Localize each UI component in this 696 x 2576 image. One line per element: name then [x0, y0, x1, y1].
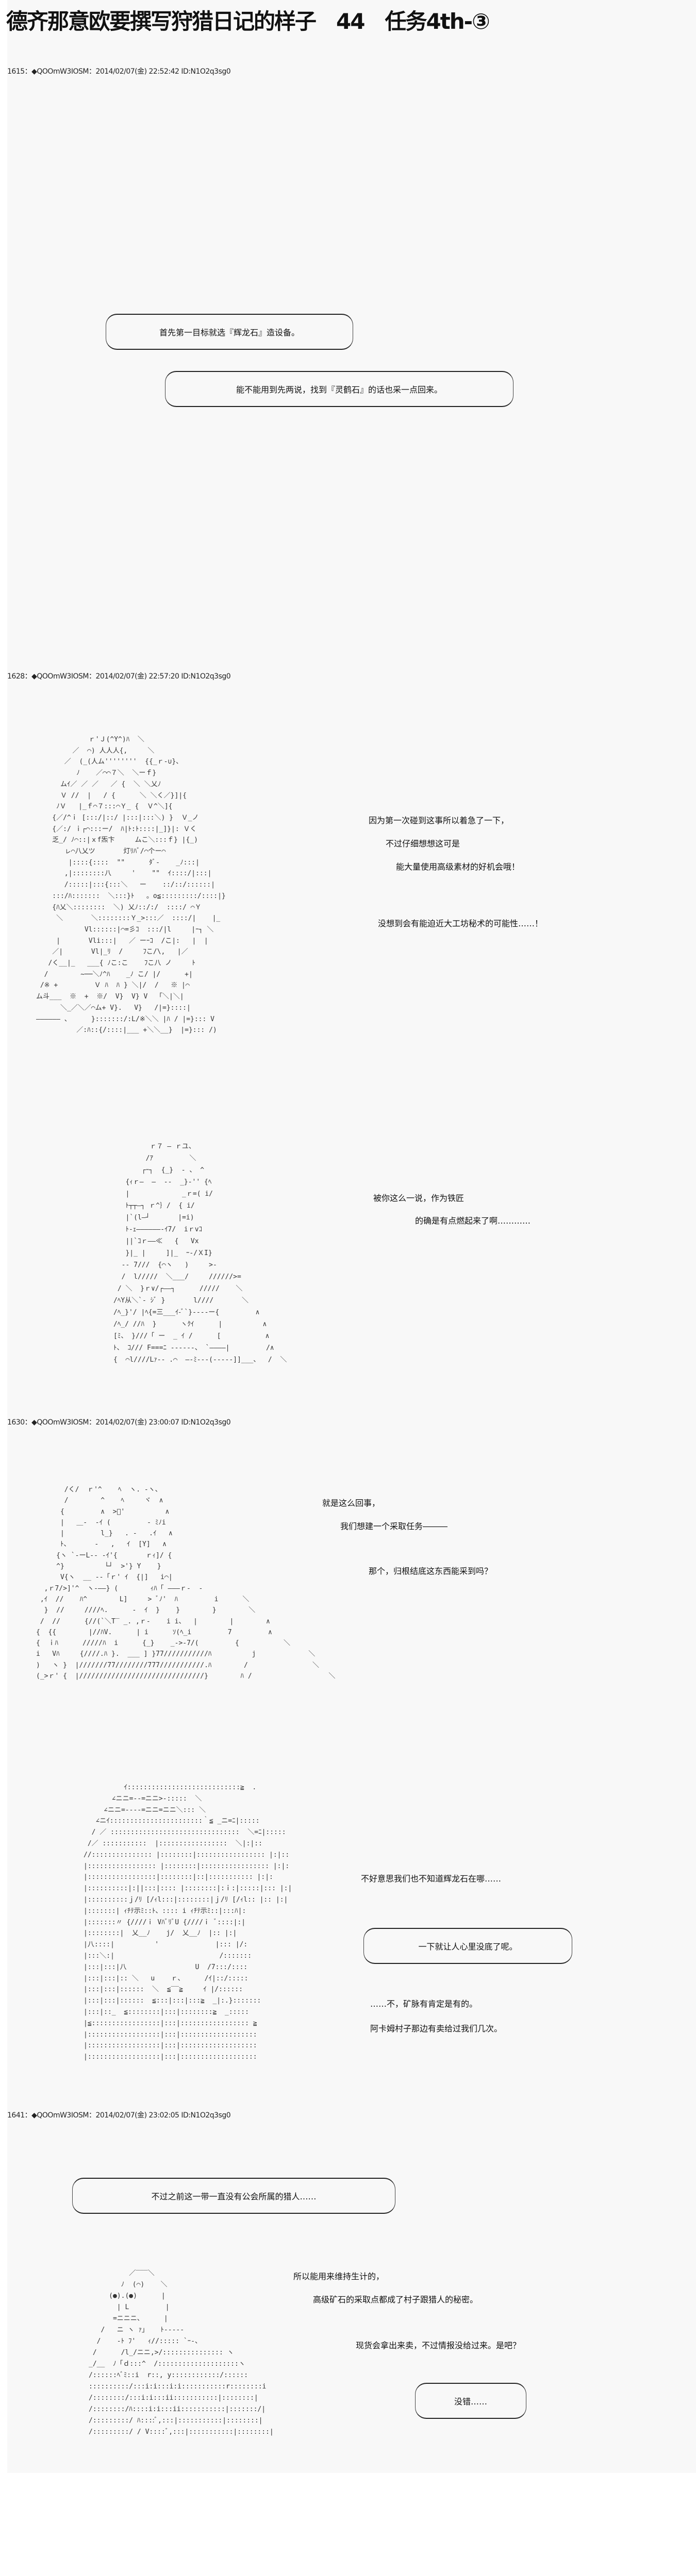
ascii-art-character: /く/ ｒ'^ ﾍ ヽ. -ヽ、 / ^ ﾍ ヾ ∧ { ∧ >ﾞ' ∧ | ＿…: [36, 1486, 336, 1681]
speech-bubble: 首先第一目标就选『辉龙石』造设备。: [106, 314, 353, 350]
dialogue-line: 就是这么回事，: [322, 1498, 380, 1508]
ascii-art-character: ｲ::::::::::::::::::::::::::::≧ . ∠ニニ=--=…: [84, 1784, 292, 2061]
post-header: 1628：◆QOOmW3IOSM：2014/02/07(金) 22:57:20 …: [7, 672, 231, 681]
dialogue-line: 高级矿石的采取点都成了村子跟猎人的秘密。: [313, 2295, 478, 2304]
speech-bubble: 一下就让人心里没底了呢。: [363, 1928, 572, 1964]
ascii-art-character: ／‾‾‾＼ ﾉ (⌒) ＼ (●).(●) | | L | =ニニニ、 | / …: [89, 2269, 274, 2436]
dialogue-line: 不过仔细想想这可是: [386, 839, 460, 849]
page-title: 德齐那意欧要撰写狩猎日记的样子 44 任务4th-③: [6, 9, 490, 34]
dialogue-line: 因为第一次碰到这事所以着急了一下，: [369, 816, 509, 825]
dialogue-line: 能大量使用高级素材的好机会哦！: [396, 862, 520, 872]
post-header: 1630：◆QOOmW3IOSM：2014/02/07(金) 23:00:07 …: [7, 1418, 231, 1427]
thread-page: 德齐那意欧要撰写狩猎日记的样子 44 任务4th-③ 1615：◆QOOmW3I…: [6, 9, 572, 2436]
post-header: 1615：◆QOOmW3IOSM：2014/02/07(金) 22:52:42 …: [7, 67, 231, 76]
dialogue-line: 我们想建一个采取任务―――: [340, 1521, 448, 1531]
speech-bubble: 没错……: [415, 2383, 526, 2419]
ascii-art-character: ｒ７ ― ｒユ、 /ｱ ＼ ┌ｰ┐ {_} - 、 ^ {ｨｒ― ― ‐‐ _}…: [113, 1143, 287, 1364]
dialogue-line: 被你这么一说，作为铁匠: [373, 1193, 465, 1203]
ascii-art-character: ｒ'Ｊ(^Y^)ﾊ ＼ ／ ⌒) 人人人{, ＼ ／ (_(人ム''''''''…: [36, 736, 226, 1035]
speech-bubble: 不过之前这一带一直没有公会所属的猎人……: [72, 2178, 395, 2214]
dialogue-line: ……不，矿脉有肯定是有的。: [370, 1999, 478, 2009]
post-header: 1641：◆QOOmW3IOSM：2014/02/07(金) 23:02:05 …: [7, 2111, 231, 2120]
dialogue-line: 现货会拿出来卖，不过情报没给过来。是吧？: [356, 2341, 521, 2350]
dialogue-line: 阿卡姆村子那边有卖给过我们几次。: [370, 2024, 503, 2033]
dialogue-line: 没想到会有能迫近大工坊秘术的可能性……！: [378, 919, 543, 928]
dialogue-line: 的确是有点燃起来了啊…………: [415, 1216, 531, 1226]
speech-bubble: 能不能用到先两说，找到『灵鹤石』的话也采一点回来。: [165, 371, 513, 407]
dialogue-line: 不好意思我们也不知道辉龙石在哪……: [361, 1874, 502, 1884]
dialogue-line: 所以能用来维持生计的，: [293, 2272, 385, 2281]
dialogue-line: 那个，归根结底这东西能采到吗？: [369, 1566, 493, 1576]
